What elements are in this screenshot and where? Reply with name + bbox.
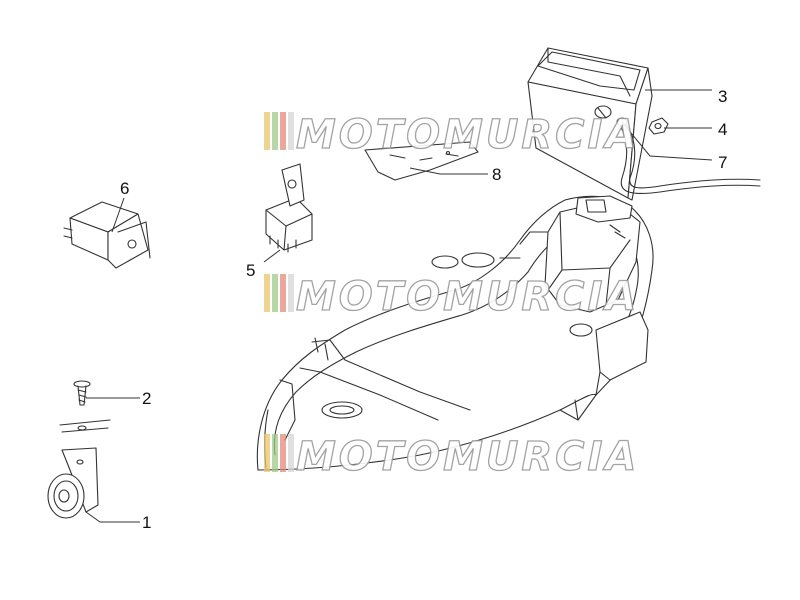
callout-5: 5 [246,261,255,280]
callout-1: 1 [142,513,151,532]
relay-with-bracket [265,163,313,253]
horn [47,447,99,519]
callout-3: 3 [718,87,727,106]
callout-4: 4 [718,120,727,139]
watermark-middle: MOTOMURCIA [264,273,639,321]
watermark-top: MOTOMURCIA [264,111,639,159]
callout-7: 7 [718,153,727,172]
leader-line-5 [263,249,281,263]
watermark-stripes [264,112,294,150]
leader-lines [85,89,713,523]
callout-2: 2 [142,389,151,408]
watermark-stripes [264,434,294,472]
leader-line-1 [85,511,140,523]
nut [648,117,669,135]
battery [527,47,653,201]
leader-line-8 [409,167,488,175]
watermark-text: MOTOMURCIA [296,434,639,480]
battery-plate [364,141,479,181]
leader-line-7 [621,121,713,161]
watermark-stripes [264,274,294,312]
screw [59,380,111,433]
leader-line-6 [111,197,125,233]
callout-8: 8 [492,165,501,184]
watermark-bottom: MOTOMURCIA [264,433,639,481]
watermark-text: MOTOMURCIA [296,274,639,320]
callout-6: 6 [120,179,129,198]
relay-module [63,201,151,269]
callout-labels: 1 2 3 4 5 6 7 8 [120,87,727,532]
scooter-body-frame [256,195,654,471]
watermark-text: MOTOMURCIA [296,112,639,158]
